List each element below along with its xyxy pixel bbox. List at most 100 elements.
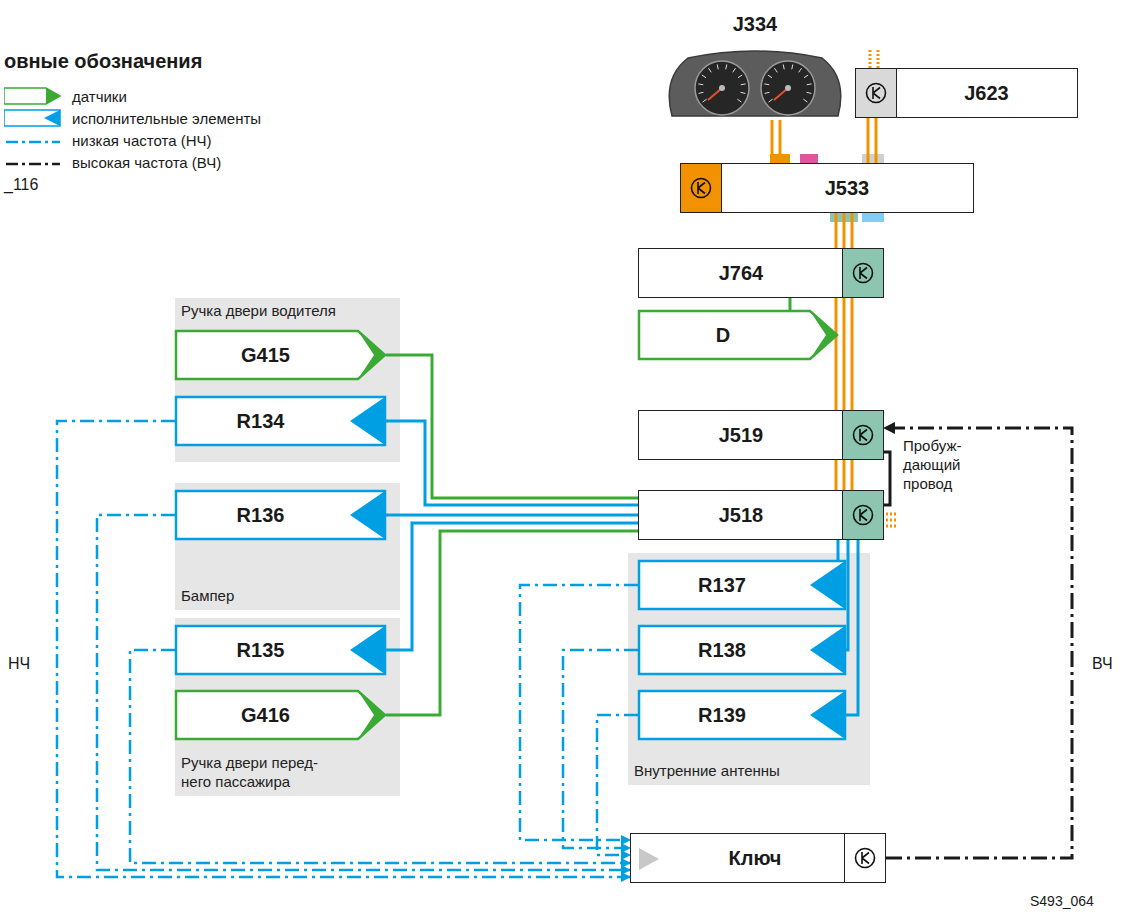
gauge-dial [695,61,749,115]
text-area: J519 [639,411,843,459]
cluster-label: J334 [660,12,850,36]
actuator-arrow [350,397,385,445]
sensor-box: D [638,310,838,360]
gauge-hub [785,85,791,91]
connector [386,421,638,505]
group-title-text: Ручка двери перед- него пассажира [181,754,318,790]
connector-line [386,531,638,715]
bus-icon-ring [692,179,711,198]
annotation-label: ВЧ [1092,655,1113,673]
bus-icon-cell [844,834,885,882]
connector [130,650,630,863]
text-area: R136 [175,490,346,540]
gauge-hub [719,85,725,91]
sensor-outline [639,311,837,359]
unit-id: J623 [964,81,1009,105]
legend-text: низкая частота (НЧ) [72,132,211,150]
unit-id: G415 [241,343,290,367]
unit-id: R137 [698,573,746,597]
bus-icon-cell [842,491,883,539]
text-area: G415 [175,330,356,380]
control-unit-box: J533 [680,163,974,213]
gauge-tick [738,75,742,78]
actuator-outline [176,397,385,445]
connector-line [97,515,630,870]
gauge-tick [791,64,793,69]
bus-tab [862,213,884,222]
actuator-box: R138 [638,625,846,675]
text-area: R137 [638,560,806,610]
connector [884,452,890,505]
sensor-box: G416 [175,690,386,740]
bus-icon [864,81,888,105]
group-title-text: Внутренние антенны [634,762,780,779]
control-unit-box: J518 [638,490,884,540]
connector [772,120,780,163]
gauge-tick [764,83,769,85]
group-background [628,553,870,785]
actuator-box: R137 [638,560,846,610]
unit-id: D [716,323,730,347]
group-title: Ручка двери водителя [181,301,336,320]
connector-line [843,213,846,248]
control-unit-box: Ключ [630,833,886,883]
gauge-tick [741,92,746,93]
bus-icon-cell [842,411,883,459]
group-background [175,483,400,610]
gauge-tick [769,99,773,102]
actuator-outline [639,691,845,739]
text-area: R134 [175,396,346,446]
unit-id: R138 [698,638,746,662]
group-band: Ручка двери водителяG415R134 [175,298,400,462]
connector-line [851,213,854,248]
unit-id: R135 [237,638,285,662]
gauge-tick [783,64,785,69]
unit-id: R139 [698,703,746,727]
legend-swatch-outline [4,88,60,104]
sensor-shape [638,310,838,360]
bus-icon-ring [854,506,873,525]
bus-icon-mark [860,429,867,441]
connector [836,460,852,490]
sensor-outline [176,331,385,379]
connector-line [846,540,858,715]
sensor-arrow [358,691,385,739]
actuator-arrow [810,691,845,739]
group-title-text: Ручка двери водителя [181,302,336,319]
cluster-housing [669,51,841,116]
sensor-box: G415 [175,330,386,380]
group-title-text: Бампер [181,587,234,604]
key-triangle [639,848,659,870]
connector-line [789,298,792,310]
gauge-tick [765,92,770,93]
gauge-tick [708,68,711,72]
bus-icon-cell [681,164,722,212]
group-title: Ручка двери перед- него пассажира [181,753,336,791]
gauge-tick [703,99,707,102]
connector [790,298,791,310]
connector [846,540,858,715]
group-bands [175,298,870,796]
connector [97,515,630,870]
gauge-tick [803,99,807,102]
connector [563,650,638,848]
gauge-tick [804,75,808,78]
actuator-outline [639,626,845,674]
gauge-tick [807,83,812,85]
group-background [175,298,400,462]
gauge-tick [702,75,706,78]
group-title: Внутренние антенны [634,761,780,780]
group-band: Ручка двери перед- него пассажира R135G41… [175,618,400,796]
unit-id: J519 [719,423,764,447]
connector-line [520,585,638,840]
connector-line [851,298,854,410]
connector [386,515,638,516]
connector [836,213,852,248]
bus-icon-ring [854,264,873,283]
bus-icon-ring [854,426,873,445]
connector-line [563,650,638,848]
group-band: Внутренние антенны R137R138R139 [628,553,870,785]
group-title: Бампер [181,586,234,605]
text-area: Ключ [665,834,845,882]
legend-swatch-outline [4,110,60,126]
